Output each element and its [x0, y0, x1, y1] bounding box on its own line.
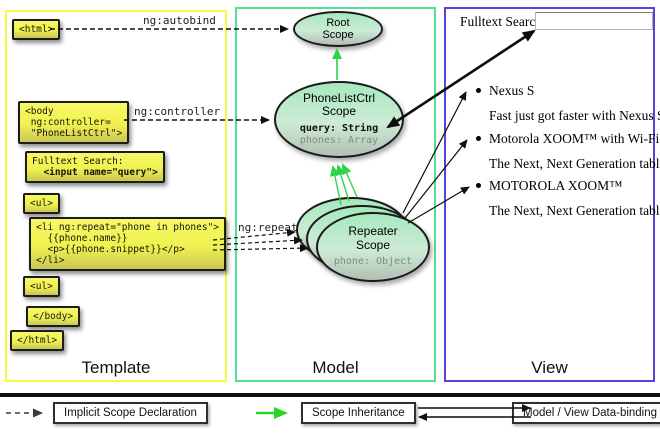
- root-scope-title: Root: [326, 17, 350, 29]
- code-line: <ul>: [30, 281, 53, 292]
- code-body-close: </body>: [26, 306, 81, 327]
- phonelistctrl-scope-title: PhoneListCtrl: [302, 90, 376, 105]
- fulltext-search-label: Fulltext Search:: [460, 14, 546, 29]
- code-fulltext-input: Fulltext Search: <input name="query">: [25, 151, 165, 183]
- repeater-scope-title: Scope: [355, 237, 391, 252]
- code-line: <input name="query">: [32, 167, 158, 178]
- code-line: <html>: [19, 24, 54, 35]
- phone-title: Motorola XOOM™ with Wi-Fi: [489, 131, 660, 146]
- code-line: Fulltext Search:: [32, 156, 124, 167]
- legend-scope-inheritance: Scope Inheritance: [301, 402, 416, 424]
- phone-snippet: Fast just got faster with Nexus S.: [489, 108, 660, 123]
- phone-snippet: The Next, Next Generation tablet.: [489, 156, 660, 171]
- template-column-label: Template: [81, 358, 151, 377]
- scope-prop-phones: phones: Array: [299, 135, 379, 146]
- view-column: [444, 7, 655, 382]
- repeater-scope-title: Repeater: [348, 224, 398, 239]
- code-line: {{phone.name}}: [36, 233, 128, 244]
- scope-prop-query: query: String: [299, 122, 379, 134]
- template-column: [5, 10, 227, 382]
- model-column-label: Model: [312, 358, 359, 377]
- code-line: "PhoneListCtrl">: [25, 128, 123, 139]
- ng-repeat-label: ng:repeat: [238, 221, 298, 234]
- code-html-open: <html>: [12, 19, 61, 40]
- code-li-repeat: <li ng:repeat="phone in phones"> {{phone…: [29, 217, 227, 271]
- view-column-label: View: [531, 358, 568, 377]
- bullet-dot: [476, 88, 481, 93]
- code-line: <ul>: [30, 198, 53, 209]
- code-line: <p>{{phone.snippet}}</p>: [36, 244, 185, 255]
- phone-snippet: The Next, Next Generation tablet.: [489, 203, 660, 218]
- phonelistctrl-scope-title: Scope: [321, 104, 356, 118]
- legend-separator-line: [0, 393, 660, 397]
- legend-model-view-data-binding: Model / View Data-binding: [512, 402, 660, 424]
- ng-autobind-label: ng:autobind: [143, 14, 216, 27]
- root-scope-ellipse: Root Scope: [293, 11, 383, 47]
- phone-title: MOTOROLA XOOM™: [489, 178, 623, 193]
- code-line: <body: [25, 106, 54, 117]
- phone-title: Nexus S: [489, 83, 535, 98]
- repeater-scope-ellipse-front: Repeater Scope phone: Object: [316, 212, 430, 282]
- legend-implicit-scope-declaration: Implicit Scope Declaration: [53, 402, 208, 424]
- code-html-close: </html>: [10, 330, 65, 351]
- code-line: <li ng:repeat="phone in phones">: [36, 222, 220, 233]
- code-ul-open: <ul>: [23, 193, 60, 214]
- code-body-open: <body ng:controller= "PhoneListCtrl">: [18, 101, 130, 144]
- code-line: </li>: [36, 255, 65, 266]
- bullet-dot: [476, 183, 481, 188]
- code-ul-close: <ul>: [23, 276, 60, 297]
- ng-controller-label: ng:controller: [134, 105, 221, 118]
- fulltext-search-input[interactable]: [535, 12, 653, 30]
- root-scope-title: Scope: [322, 29, 354, 41]
- code-line: </html>: [17, 335, 58, 346]
- scope-prop-phone: phone: Object: [333, 256, 413, 268]
- phonelistctrl-scope-ellipse: PhoneListCtrl Scope query: String phones…: [274, 81, 404, 158]
- code-line: </body>: [33, 311, 74, 322]
- bullet-dot: [476, 136, 481, 141]
- code-line: ng:controller=: [25, 117, 111, 128]
- model-column: [235, 7, 436, 382]
